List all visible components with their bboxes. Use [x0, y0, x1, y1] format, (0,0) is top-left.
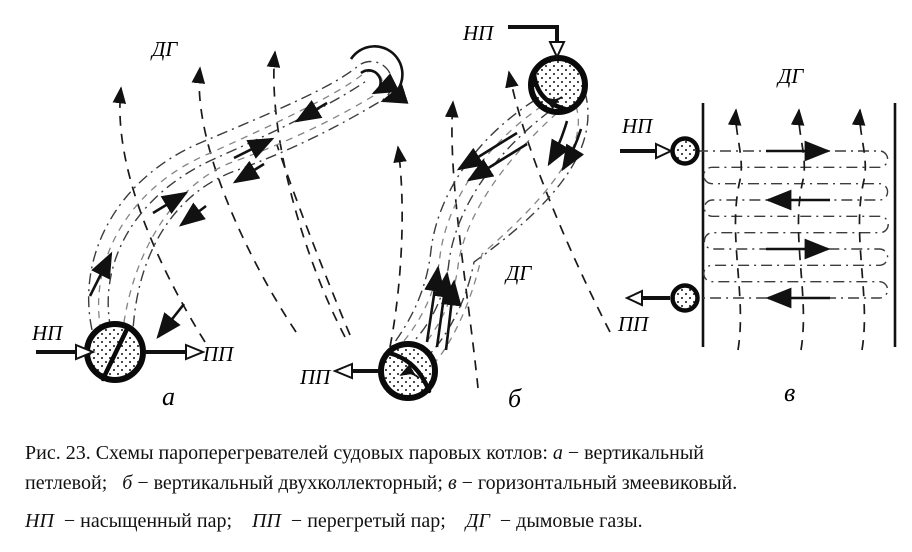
subfigure-tag-a: а [162, 382, 175, 411]
gas-streamline [276, 144, 351, 336]
legend-dg: ДГ [465, 510, 490, 532]
tube-loop-inner [97, 70, 384, 332]
legend-text: − насыщенный пар; [53, 510, 253, 532]
outlet-label-a: ПП [202, 342, 235, 366]
tube [432, 105, 579, 365]
gas-streamline-arrow [112, 86, 206, 343]
gas-streamline-arrow [389, 145, 407, 348]
flow-arrow-up [440, 279, 462, 351]
flue-gas-lines-a [112, 50, 351, 343]
subfigure-tag-b: б [508, 384, 522, 413]
diagram-a-vertical-loop: ДГ НП ПП а [31, 37, 409, 411]
flow-arrow-down [547, 120, 570, 167]
gas-streamline-arrow [727, 108, 743, 351]
steam-flow-arrows-v [765, 140, 831, 309]
steam-flow-arrows-b [424, 120, 585, 351]
legend-text: − дымовые газы. [489, 510, 643, 532]
flow-arrow-up [233, 137, 275, 160]
legend-text: − перегретый пар; [280, 510, 466, 532]
collector-turn-arrow [399, 364, 420, 379]
caption-tag-b: б [122, 472, 133, 494]
collector-circle [528, 55, 588, 115]
steam-flow-arrows-a [88, 45, 409, 340]
legend-pp: ПП [252, 510, 281, 532]
tube-bundle-a [87, 60, 393, 332]
caption-text: Рис. 23. Схемы пароперегревателей судовы… [25, 442, 553, 464]
flow-arrow-up [152, 191, 189, 215]
abbreviation-legend: НП − насыщенный пар; ПП − перегретый пар… [25, 506, 897, 536]
header-partition [100, 324, 131, 382]
tube-bundle-b [388, 91, 589, 365]
inlet-outlet-b [332, 25, 566, 380]
gas-streamline-arrow [191, 66, 297, 333]
gas-label-a: ДГ [150, 37, 178, 61]
flow-arrow-up [88, 251, 113, 297]
gas-label-b: ДГ [504, 261, 532, 285]
flow-arrow-down [178, 202, 207, 227]
caption-tag-a: а [552, 442, 563, 464]
flow-arrow-down [466, 142, 528, 182]
gas-streamline-arrow [444, 100, 479, 389]
caption-tag-v: в [447, 472, 457, 494]
flow-arrow-up [424, 265, 445, 343]
tube-centerline [107, 78, 370, 331]
caption-line-1: Рис. 23. Схемы пароперегревателей судовы… [25, 438, 897, 468]
outlet-header-v [624, 283, 700, 313]
diagram-b-two-collector: НП ПП ДГ б [299, 21, 611, 413]
flow-arrow-into-header [156, 303, 186, 340]
outlet-label-b: ПП [299, 365, 332, 389]
caption-text: − вертикальный [562, 442, 704, 464]
figure-caption: Рис. 23. Схемы пароперегревателей судовы… [25, 438, 897, 498]
flue-gas-lines-v [727, 108, 867, 351]
outlet-arrowhead [332, 362, 353, 380]
tube [408, 110, 551, 347]
header-circle [670, 136, 700, 166]
inlet-outlet-a [36, 343, 206, 361]
inlet-label-b: НП [462, 21, 495, 45]
inlet-label-a: НП [31, 321, 64, 345]
flow-arrow-down [232, 160, 265, 184]
tube [419, 112, 558, 351]
inlet-elbow-line [508, 25, 559, 42]
serpentine-coil [697, 150, 889, 299]
inlet-label-v: НП [621, 114, 654, 138]
inlet-header-v [620, 136, 700, 166]
legend-np: НП [25, 510, 54, 532]
header-circle [670, 283, 700, 313]
flow-arrow-up [433, 271, 455, 348]
collector-turn-arrow [543, 96, 563, 110]
flue-gas-lines-b [389, 70, 611, 389]
gas-streamline-arrow [790, 108, 806, 351]
subfigure-tag-v: в [784, 378, 795, 407]
caption-text: петлевой; [25, 472, 123, 494]
outlet-label-v: ПП [617, 312, 650, 336]
flow-arrow-down [294, 100, 328, 123]
gas-streamline-arrow [266, 50, 346, 338]
caption-text: − горизонтальный змеевиковый. [456, 472, 738, 494]
gas-streamline-arrow [851, 108, 867, 351]
inlet-arrowhead [655, 142, 674, 160]
tube [388, 99, 536, 351]
gas-label-v: ДГ [776, 64, 804, 88]
flow-arrow-down [561, 128, 585, 172]
flow-arrow-turn-inner [360, 68, 400, 95]
tube [427, 91, 589, 357]
inlet-arrowhead [75, 343, 96, 361]
tube-loop-outer [87, 60, 393, 331]
outlet-arrowhead [624, 289, 643, 307]
outlet-arrowhead [185, 343, 206, 361]
inlet-arrowhead [548, 41, 566, 60]
tube [397, 105, 543, 349]
lower-collector-b [378, 341, 438, 401]
superheater-schemes-figure: ДГ НП ПП а [31, 21, 897, 413]
steam-header-a [84, 321, 146, 383]
caption-line-2: петлевой; б − вертикальный двухколлектор… [25, 468, 897, 498]
diagram-v-horizontal-coil: ДГ НП ПП в [617, 64, 897, 407]
caption-text: − вертикальный двухколлекторный; [132, 472, 448, 494]
upper-collector-b [528, 55, 588, 115]
